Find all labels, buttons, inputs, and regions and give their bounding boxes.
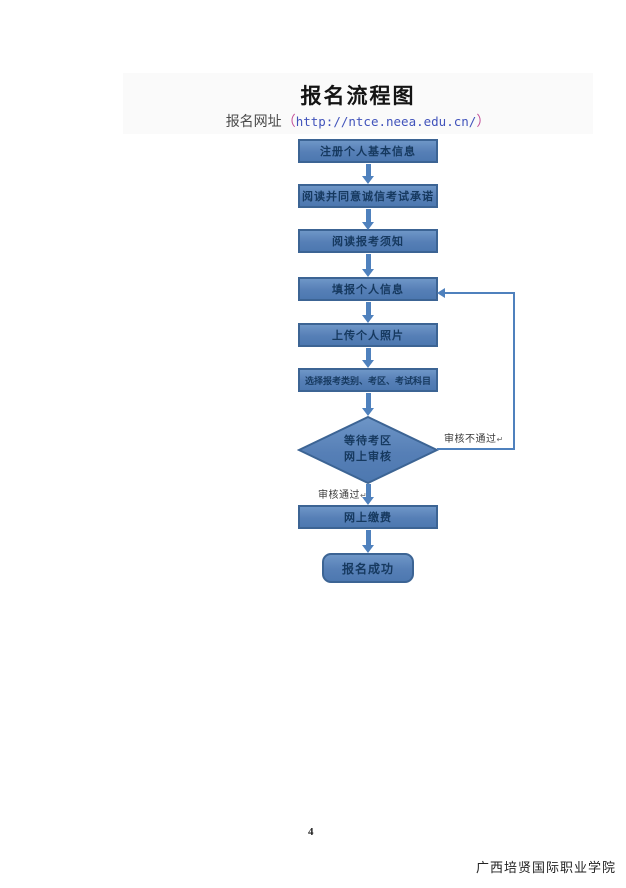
flow-step-register-info: 注册个人基本信息 (298, 139, 438, 163)
flow-step-fill-info: 填报个人信息 (298, 277, 438, 301)
decision-diamond-shape (297, 416, 439, 484)
loop-line-bottom (437, 448, 515, 450)
loop-line-top (445, 292, 515, 294)
decision-line2: 网上审核 (344, 451, 392, 463)
flow-step-pay-online: 网上缴费 (298, 505, 438, 529)
branch-pass-text: 审核通过 (318, 490, 360, 501)
page-number: 4 (308, 826, 314, 838)
url-label: 报名网址 (225, 115, 282, 130)
flow-step-success: 报名成功 (322, 553, 414, 583)
flow-step-label: 阅读并同意诚信考试承诺 (302, 191, 434, 203)
arrow-down-icon (365, 348, 371, 360)
flow-step-label: 注册个人基本信息 (320, 146, 416, 158)
return-mark-icon: ↵ (360, 491, 368, 500)
branch-fail-text: 审核不通过 (444, 434, 497, 445)
loop-line-vertical (513, 292, 515, 450)
arrow-down-icon (365, 254, 371, 269)
page-title: 报名流程图 (300, 85, 416, 108)
arrow-down-icon (365, 530, 371, 545)
arrow-left-icon (437, 288, 445, 298)
footer-institution-name: 广西培贤国际职业学院 (475, 860, 616, 875)
return-mark-icon: ↵ (496, 435, 504, 444)
header-panel (123, 73, 593, 134)
flow-step-read-notice: 阅读报考须知 (298, 229, 438, 253)
registration-url[interactable]: http://ntce.neea.edu.cn/ (295, 114, 477, 129)
arrow-down-icon (365, 393, 371, 408)
flow-step-label: 报名成功 (341, 561, 394, 576)
flow-step-label: 填报个人信息 (332, 284, 404, 296)
flow-step-upload-photo: 上传个人照片 (298, 323, 438, 347)
flow-step-label: 网上缴费 (344, 512, 392, 524)
flow-step-select-category: 选择报考类别、考区、考试科目 (298, 368, 438, 392)
open-paren: （ (281, 115, 296, 130)
decision-wait-review: 等待考区 网上审核 (297, 416, 439, 484)
arrow-down-icon (365, 164, 371, 176)
arrow-down-icon (365, 209, 371, 222)
close-paren: ） (476, 115, 491, 130)
arrow-down-icon (365, 484, 371, 497)
registration-url-line: 报名网址（http://ntce.neea.edu.cn/） (123, 111, 593, 131)
flow-step-label: 选择报考类别、考区、考试科目 (304, 375, 431, 386)
flow-step-label: 阅读报考须知 (332, 236, 404, 248)
arrow-down-icon (365, 302, 371, 315)
branch-label-pass: 审核通过↵ (318, 486, 367, 501)
flow-step-label: 上传个人照片 (332, 330, 404, 342)
branch-label-fail: 审核不通过↵ (444, 430, 504, 445)
decision-line1: 等待考区 (344, 435, 392, 448)
flow-step-agree-commitment: 阅读并同意诚信考试承诺 (298, 184, 438, 208)
